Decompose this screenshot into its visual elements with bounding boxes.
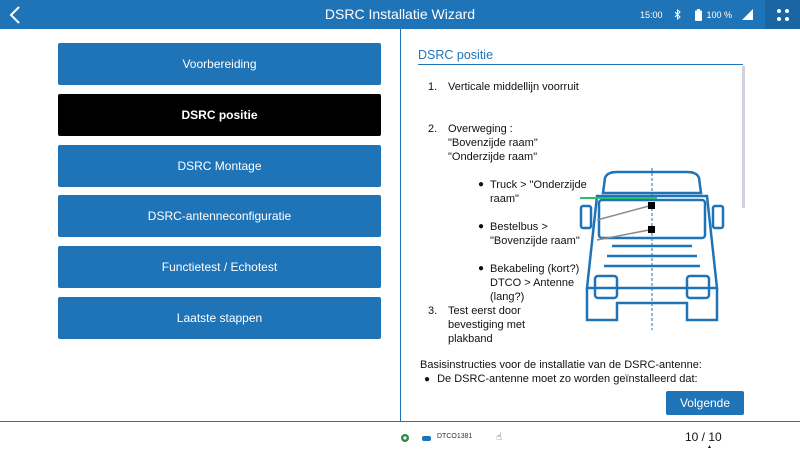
instructions-scroll-area[interactable]: 1. Verticale middellijn voorruit 2. Over… [418,66,743,386]
nav-voorbereiding-button[interactable]: Voorbereiding [58,43,381,85]
panel-divider [400,29,401,421]
touch-icon: ☝ [496,432,503,443]
back-arrow-icon [9,5,20,24]
basis-instructions-bullet: ● De DSRC-antenne moet zo worden geïnsta… [424,372,743,386]
step-number: 2. [428,123,438,135]
mouse-cursor-icon: ▲ [707,444,712,450]
basis-instructions-title: Basisinstructies voor de installatie van… [420,359,702,371]
battery-icon [695,8,703,21]
step-number: 1. [428,81,438,93]
nav-laatste-stappen-button[interactable]: Laatste stappen [58,297,381,339]
basis-bullet-text: De DSRC-antenne moet zo worden geïnstall… [437,373,698,385]
bullet-icon: ● [478,179,485,190]
device-label: DTCO1381 [437,433,473,440]
connection-icon [422,436,431,441]
bullet-icon: ● [478,263,485,274]
content-scrollbar[interactable] [742,66,745,208]
nav-functietest-button[interactable]: Functietest / Echotest [58,246,381,288]
section-title: DSRC positie [418,48,494,62]
app-title: DSRC Installatie Wizard [324,6,476,22]
back-button[interactable] [0,0,30,29]
nav-antenneconfiguratie-button[interactable]: DSRC-antenneconfiguratie [58,195,381,237]
sub-item-text: Bestelbus > "Bovenzijde raam" [490,221,580,247]
sub-item-text: Truck > "Onderzijde raam" [490,179,587,205]
section-title-underline [418,64,743,65]
header-bar: DSRC Installatie Wizard 15:00 100 % [0,0,800,29]
signal-icon [742,9,753,20]
nav-dsrc-positie-button[interactable]: DSRC positie [58,94,381,136]
truck-front-illustration [579,168,725,330]
page-indicator: 10 / 10 [685,430,722,444]
bullet-icon: ● [478,221,485,232]
step-text: Test eerst door bevestiging met plakband [448,305,526,345]
nav-dsrc-montage-button[interactable]: DSRC Montage [58,145,381,187]
footer-divider [0,421,800,422]
gear-icon [401,434,409,442]
next-button[interactable]: Volgende [666,391,744,415]
step-text: Overweging : "Bovenzijde raam" "Onderzij… [448,123,538,163]
bullet-icon: ● [424,374,431,385]
status-time: 15:00 [639,9,663,20]
step-text: Verticale middellijn voorruit [448,81,579,93]
step-number: 3. [428,305,438,317]
bluetooth-icon [674,9,682,20]
grid-menu-icon [776,8,789,21]
status-bar: 15:00 100 % [640,0,800,29]
grid-menu-button[interactable] [765,0,800,29]
battery-percent: 100 % [706,9,732,20]
sub-item-text: Bekabeling (kort?) DTCO > Antenne (lang?… [490,263,580,303]
